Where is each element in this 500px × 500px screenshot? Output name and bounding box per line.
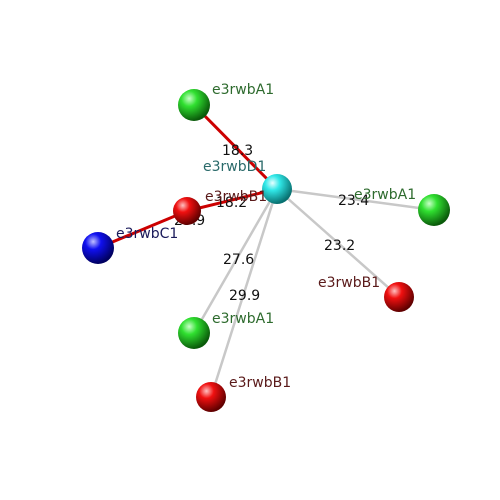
atom-r2 bbox=[384, 282, 414, 312]
atom-center bbox=[262, 174, 292, 204]
atom-label-g3: e3rwbA1 bbox=[212, 311, 274, 327]
bond-center-r1 bbox=[185, 187, 279, 213]
bond-center-g3 bbox=[192, 187, 279, 335]
atom-g3 bbox=[178, 317, 210, 349]
distance-label: 23.4 bbox=[338, 193, 369, 209]
bond-center-r2 bbox=[275, 187, 401, 299]
bond-r1-b1 bbox=[96, 209, 189, 250]
atom-r1 bbox=[173, 197, 201, 225]
bond-center-g2 bbox=[275, 187, 436, 212]
atom-g1 bbox=[178, 89, 210, 121]
atom-label-g1: e3rwbA1 bbox=[212, 82, 274, 98]
atom-layer bbox=[82, 89, 450, 412]
atom-label-b1: e3rwbC1 bbox=[116, 226, 178, 242]
atom-label-center: e3rwbD1 bbox=[203, 159, 266, 175]
distance-label: 29.9 bbox=[229, 288, 260, 304]
distance-label: 23.2 bbox=[324, 238, 355, 254]
distance-label: 27.6 bbox=[223, 252, 254, 268]
atom-label-r3: e3rwbB1 bbox=[229, 375, 291, 391]
atom-g2 bbox=[418, 194, 450, 226]
bond-center-r3 bbox=[209, 187, 279, 399]
atom-label-g2: e3rwbA1 bbox=[354, 187, 416, 203]
atom-r3 bbox=[196, 382, 226, 412]
atom-label-r1: e3rwbB1 bbox=[205, 189, 267, 205]
atom-b1 bbox=[82, 232, 114, 264]
bond-layer bbox=[96, 103, 436, 399]
bond-center-g1 bbox=[192, 103, 279, 191]
atom-label-r2: e3rwbB1 bbox=[318, 275, 380, 291]
distance-label: 18.3 bbox=[222, 143, 253, 159]
distance-label: 18.2 bbox=[216, 195, 247, 211]
atom-label-layer: e3rwbD1 e3rwbA1 e3rwbA1 e3rwbA1 e3rwbB1 e3rwb… bbox=[116, 82, 416, 391]
